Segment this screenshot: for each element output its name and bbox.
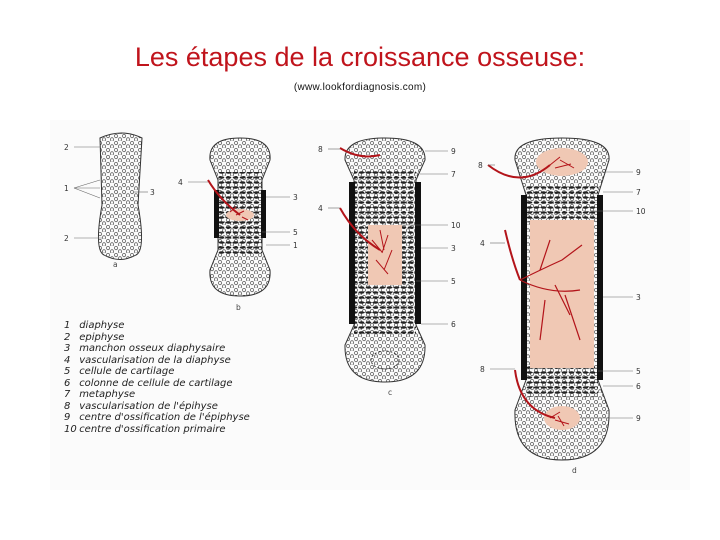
legend-item: 7 metaphyse <box>64 389 324 401</box>
legend-number: 6 <box>64 377 71 389</box>
bone-growth-figure: 2 1 3 2 a 4 3 5 1 b <box>50 120 690 490</box>
legend-number: 2 <box>64 331 71 343</box>
stage-d-label-9-bottom: 9 <box>636 414 641 423</box>
stage-c-label-7: 7 <box>451 170 456 179</box>
stage-a-caption: a <box>113 260 118 269</box>
stage-d-label-4: 4 <box>480 239 485 248</box>
stage-c-label-8: 8 <box>318 145 323 154</box>
stage-a-label-2-bottom: 2 <box>64 234 69 243</box>
stage-b-caption: b <box>236 303 241 312</box>
legend-item: 8 vascularisation de l'épihyse <box>64 401 324 413</box>
legend-number: 4 <box>64 354 71 366</box>
legend-number: 7 <box>64 389 71 400</box>
stage-d-label-8-top: 8 <box>478 161 483 170</box>
source-credit: (www.lookfordiagnosis.com) <box>293 82 427 93</box>
stage-d-label-8-bottom: 8 <box>480 365 485 374</box>
bone-growth-diagram: 2 1 3 2 a 4 3 5 1 b <box>64 132 646 475</box>
stage-b-bone <box>207 137 271 297</box>
legend-number: 8 <box>64 400 71 412</box>
stage-c-label-3: 3 <box>451 244 456 253</box>
stage-d-label-7: 7 <box>636 188 641 197</box>
stage-a-leaders <box>73 146 148 239</box>
stage-d-label-5: 5 <box>636 367 641 376</box>
legend-item: 2 epiphyse <box>64 332 324 344</box>
stage-c-label-5: 5 <box>451 277 456 286</box>
stage-a-label-1: 1 <box>64 184 69 193</box>
legend-number: 10 <box>64 423 77 435</box>
stage-d-label-3: 3 <box>636 293 641 302</box>
legend-item: 5 cellule de cartilage <box>64 366 324 378</box>
legend-text: manchon osseux diaphysaire <box>79 343 226 354</box>
legend-text: colonne de cellule de cartilage <box>79 377 233 389</box>
legend-number: 9 <box>64 412 71 423</box>
legend-number: 3 <box>64 343 71 354</box>
stage-d-caption: d <box>572 466 577 475</box>
legend-item: 3 manchon osseux diaphysaire <box>64 343 324 355</box>
stage-c-caption: c <box>388 388 392 397</box>
legend-item: 6 colonne de cellule de cartilage <box>64 378 324 390</box>
stage-d-leaders <box>488 164 633 419</box>
legend-text: epiphyse <box>79 331 125 343</box>
stage-c-leaders <box>328 148 448 325</box>
stage-b-label-3: 3 <box>293 193 298 202</box>
stage-d-label-6: 6 <box>636 382 641 391</box>
legend-text: centre d'ossification primaire <box>79 423 226 435</box>
stage-b-label-1: 1 <box>293 241 298 250</box>
page-title: Les étapes de la croissance osseuse: <box>134 42 586 72</box>
legend-number: 5 <box>64 366 71 377</box>
legend-number: 1 <box>64 320 71 331</box>
legend: 1 diaphyse 2 epiphyse 3 manchon osseux d… <box>64 320 324 435</box>
stage-c-label-6: 6 <box>451 320 456 329</box>
stage-c-label-9: 9 <box>451 147 456 156</box>
legend-text: diaphyse <box>79 320 125 331</box>
legend-text: centre d'ossification de l'épiphyse <box>79 412 250 423</box>
stage-d-label-10: 10 <box>636 207 646 216</box>
legend-text: vascularisation de l'épihyse <box>79 400 218 412</box>
stage-a-cartilage-model <box>98 132 143 260</box>
stage-a-label-2-top: 2 <box>64 143 69 152</box>
legend-item: 9 centre d'ossification de l'épiphyse <box>64 412 324 424</box>
stage-d-bone <box>487 137 610 461</box>
legend-text: cellule de cartilage <box>79 366 175 377</box>
stage-c-bone <box>339 137 426 383</box>
stage-a-label-3: 3 <box>150 188 155 197</box>
legend-item: 1 diaphyse <box>64 320 324 332</box>
stage-b-label-4: 4 <box>178 178 183 187</box>
stage-c-label-4: 4 <box>318 204 323 213</box>
stage-c-label-10: 10 <box>451 221 461 230</box>
legend-item: 10 centre d'ossification primaire <box>64 424 324 436</box>
legend-text: vascularisation de la diaphyse <box>79 354 231 366</box>
stage-b-leaders <box>188 181 290 246</box>
legend-item: 4 vascularisation de la diaphyse <box>64 355 324 367</box>
stage-b-label-5: 5 <box>293 228 298 237</box>
stage-d-label-9-top: 9 <box>636 168 641 177</box>
legend-text: metaphyse <box>79 389 136 400</box>
